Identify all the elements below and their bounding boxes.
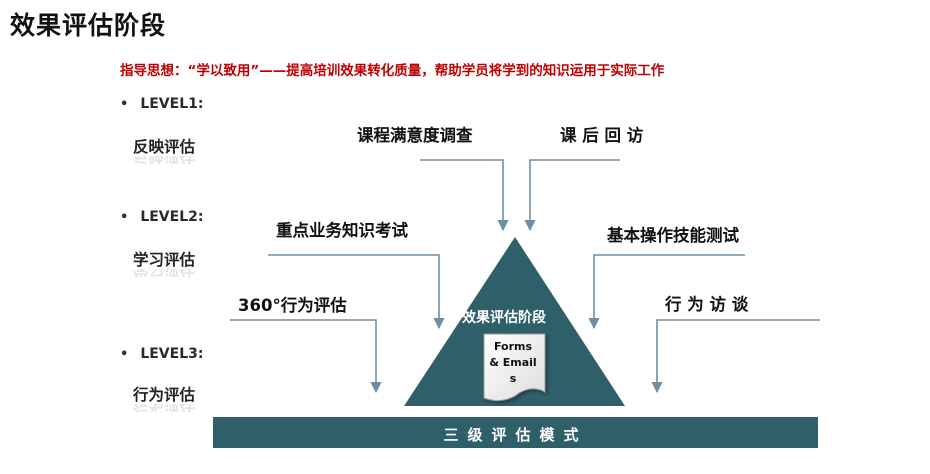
level-2-label: LEVEL2: xyxy=(140,209,204,225)
method-360-eval: 360°行为评估 xyxy=(238,296,347,315)
guiding-principle: 指导思想：“学以致用”——提高培训效果转化质量，帮助学员将学到的知识运用于实际工… xyxy=(120,63,665,79)
arrow-skill-test xyxy=(588,254,745,330)
method-skill-test: 基本操作技能测试 xyxy=(607,226,739,245)
level-3-label: LEVEL3: xyxy=(140,346,204,362)
method-behavior-interview: 行 为 访 谈 xyxy=(665,295,749,314)
bullet-icon: • xyxy=(120,347,129,362)
level-1-label: LEVEL1: xyxy=(140,96,204,112)
pyramid xyxy=(404,237,625,406)
level-1-name: 反映评估 xyxy=(133,138,196,156)
document-icon xyxy=(483,333,546,402)
level-2-heading: • LEVEL2: xyxy=(120,209,203,225)
method-course-survey: 课程满意度调查 xyxy=(357,126,473,145)
level-1-heading: • LEVEL1: xyxy=(120,96,203,112)
arrow-360-eval xyxy=(230,319,382,394)
base-band xyxy=(213,417,818,448)
arrow-course-survey xyxy=(420,159,509,232)
arrow-followup-visit xyxy=(524,159,620,232)
arrow-knowledge-exam xyxy=(268,254,445,330)
bullet-icon: • xyxy=(120,97,129,112)
arrow-behavior-interview xyxy=(651,319,820,394)
method-followup-visit: 课 后 回 访 xyxy=(560,126,644,145)
page-title: 效果评估阶段 xyxy=(10,11,167,40)
pyramid-label: 效果评估阶段 xyxy=(462,310,546,326)
base-band-label: 三级评估模式 xyxy=(443,426,588,444)
level-2-name: 学习评估 xyxy=(133,251,196,269)
bullet-icon: • xyxy=(120,210,129,225)
method-knowledge-exam: 重点业务知识考试 xyxy=(276,221,408,240)
level-3-heading: • LEVEL3: xyxy=(120,346,203,362)
level-3-name: 行为评估 xyxy=(133,386,196,404)
document-label: Forms & Emails xyxy=(489,340,537,385)
